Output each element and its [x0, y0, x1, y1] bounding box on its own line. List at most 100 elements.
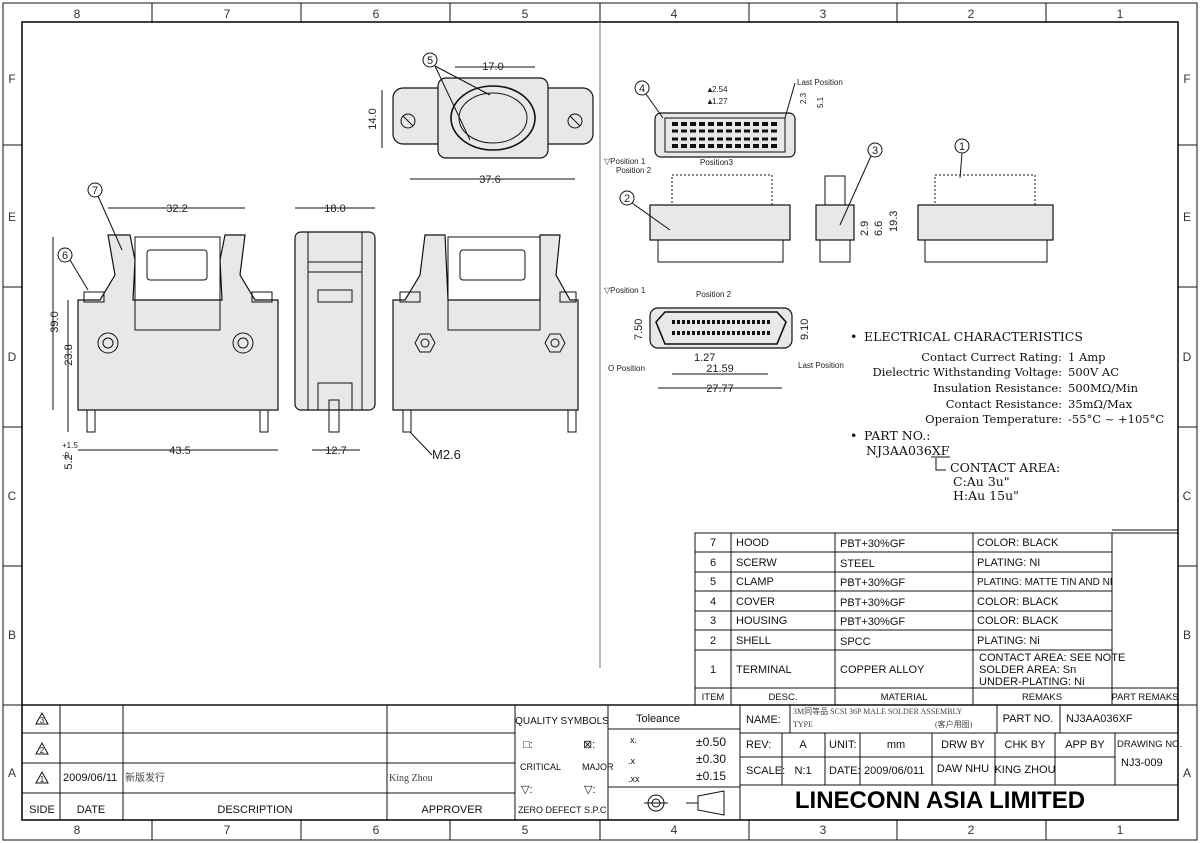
bom-header: ITEM DESC. MATERIAL REMAKS PART REMAKS — [702, 692, 1179, 703]
tolerance-key: .xx — [628, 774, 640, 784]
bom-row: 2 SHELL SPCC PLATING: Ni — [710, 635, 1040, 648]
electrical-characteristics: • ELECTRICAL CHARACTERISTICS Contact Cur… — [850, 329, 1164, 503]
bom-desc: SHELL — [736, 635, 771, 647]
spec-value: 35mΩ/Max — [1068, 397, 1133, 411]
bom-header-cell: PART REMAKS — [1111, 692, 1178, 703]
tolerance-value: ±0.15 — [696, 769, 726, 783]
app-by-label: APP BY — [1065, 739, 1105, 751]
bom-row: 6 SCERW STEEL PLATING: NI — [710, 557, 1040, 570]
bom-remarks: COLOR: BLACK — [977, 596, 1059, 608]
callout-number: 2 — [624, 193, 630, 205]
bom-material: COPPER ALLOY — [840, 664, 925, 676]
col-label: 3 — [820, 7, 827, 21]
section-title: ELECTRICAL CHARACTERISTICS — [864, 329, 1083, 344]
tolerance-value: ±0.30 — [696, 752, 726, 766]
quality-symbols: QUALITY SYMBOLS □: ⊠: CRITICAL MAJOR ▽: … — [515, 716, 614, 815]
bom-material: STEEL — [840, 558, 875, 570]
revision-side: 3 — [40, 716, 45, 725]
callout-number: 1 — [959, 141, 965, 153]
dim-tolerance: -0 — [62, 451, 70, 460]
dim-text: 5.1 — [816, 96, 825, 108]
bom-remarks: COLOR: BLACK — [977, 615, 1059, 627]
revision-triangle-icon — [35, 741, 49, 755]
row-label: C — [8, 489, 17, 503]
col-label: 2 — [968, 823, 975, 837]
dim-text: 43.5 — [169, 445, 190, 457]
insert-view: 4 2.54 1.27 ▲ ▲ 2.3 5.1 Last Position ▽P… — [604, 78, 843, 175]
callout-label: O Position — [608, 364, 645, 373]
row-labels-left: F E D C B A — [8, 72, 17, 780]
callout-number: 3 — [872, 145, 878, 157]
rev-label: REV: — [746, 739, 771, 751]
spec-label: Contact Currect Rating: — [921, 350, 1062, 364]
company-name: LINECONN ASIA LIMITED — [795, 787, 1085, 814]
chk-by-label: CHK BY — [1005, 739, 1047, 751]
row-labels-right: F E D C B A — [1183, 72, 1192, 780]
bullet: • — [850, 428, 857, 443]
dim-text: 39.0 — [49, 311, 61, 332]
bom-material: PBT+30%GF — [840, 538, 905, 550]
dim-text: 5.2 — [63, 454, 75, 469]
critical-symbol: □: — [523, 739, 533, 751]
scale-label: SCALE: — [746, 765, 785, 777]
bom-material: PBT+30%GF — [840, 597, 905, 609]
row-label: D — [8, 350, 17, 364]
bom-material: PBT+30%GF — [840, 616, 905, 628]
row-label: B — [8, 628, 16, 642]
dim-text: 1.27 — [712, 97, 728, 106]
spec-label: Dielectric Withstanding Voltage: — [873, 365, 1062, 379]
col-label: 8 — [74, 7, 81, 21]
part-no-value: NJ3AA036XF — [1066, 713, 1133, 725]
revision-header: DESCRIPTION — [217, 804, 292, 816]
bom-header-cell: REMAKS — [1022, 692, 1062, 703]
dim-text: 18.0 — [324, 203, 345, 215]
bom-item: 2 — [710, 635, 716, 647]
dim-text: 2.3 — [799, 92, 808, 104]
callout-label: Position3 — [700, 158, 733, 167]
revision-side: 2 — [40, 746, 45, 755]
contact-area-title: CONTACT AREA: — [950, 460, 1060, 475]
drawing-name-note: (客户用图) — [935, 719, 973, 729]
date-label: DATE: — [829, 765, 861, 777]
drawing-name: 3M同等品 SCSI 36P MALE SOLDER ASSEMBLY — [793, 706, 963, 716]
bom-desc: COVER — [736, 596, 775, 608]
col-label: 7 — [224, 823, 231, 837]
bom-item: 5 — [710, 576, 716, 588]
contact-option: C:Au 3u" — [953, 474, 1010, 489]
revision-header: APPROVER — [421, 804, 482, 816]
bom-item: 7 — [710, 537, 716, 549]
revision-date: 2009/06/11 — [63, 772, 117, 784]
bom-remarks: PLATING: MATTE TIN AND NI — [977, 577, 1113, 588]
dim-text: 7.50 — [633, 319, 645, 340]
first-angle-projection-icon — [644, 790, 725, 816]
end-view: 18.0 12.7 — [294, 203, 376, 457]
terminal-view: 1 — [917, 138, 1054, 263]
dim-text: 23.8 — [63, 344, 75, 365]
housing-side-view: 3 2.9 6.6 19.3 — [815, 142, 900, 263]
column-labels-bottom: 8 7 6 5 4 3 2 1 — [74, 823, 1124, 837]
col-label: 3 — [820, 823, 827, 837]
bom-remarks: PLATING: NI — [977, 557, 1040, 569]
title-block: 3 2 1 2009/06/11 新版发行 King Zhou SIDE DAT… — [22, 704, 1182, 820]
row-label: A — [1183, 766, 1191, 780]
spec-value: 500V AC — [1068, 365, 1119, 379]
thread-label: M2.6 — [432, 447, 461, 462]
critical-label: CRITICAL — [520, 762, 561, 772]
revision-header: SIDE — [29, 804, 55, 816]
major-label: MAJOR — [582, 762, 614, 772]
part-no-value: NJ3AA036XF — [866, 443, 950, 458]
rev-value: A — [799, 739, 807, 751]
drawing-no-value: NJ3-009 — [1121, 757, 1163, 769]
key-dim-marker: ▲ — [706, 85, 714, 94]
key-dim-marker: ▲ — [706, 97, 714, 106]
shell-view: 2 — [619, 174, 791, 263]
col-label: 6 — [373, 823, 380, 837]
drw-by-value: DAW NHU — [937, 763, 989, 775]
dim-text: 2.9 — [859, 221, 871, 236]
bom-row: 3 HOUSING PBT+30%GF COLOR: BLACK — [710, 615, 1059, 628]
bom-item: 4 — [710, 596, 716, 608]
spec-value: -55°C ~ +105°C — [1068, 412, 1164, 426]
dim-text: 1.27 — [694, 352, 715, 364]
dim-text: 21.59 — [706, 363, 734, 375]
